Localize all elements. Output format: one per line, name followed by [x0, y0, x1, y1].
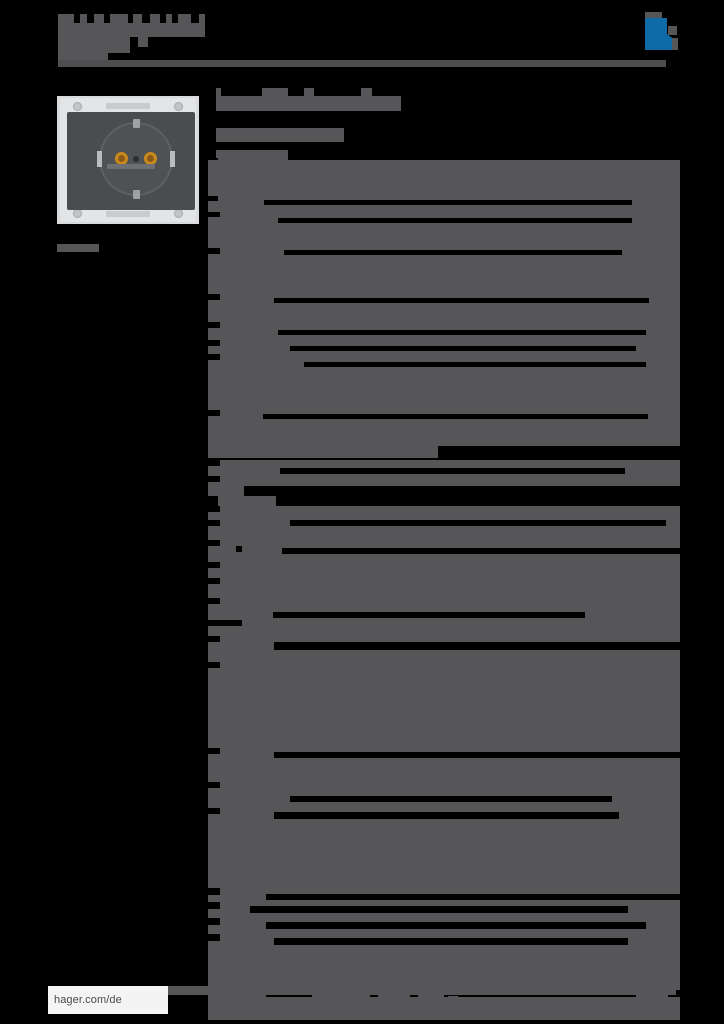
section-header-2 — [218, 442, 328, 453]
product-photo — [57, 96, 199, 224]
page-header — [0, 0, 724, 72]
section-header-1 — [218, 150, 288, 160]
footer-url-link[interactable]: hager.com/de — [48, 986, 168, 1014]
figure-caption-redacted — [57, 244, 99, 252]
section-header-3 — [218, 706, 250, 716]
specifications-table — [208, 150, 680, 1020]
header-divider — [58, 60, 666, 67]
footer-url-text: hager.com/de — [54, 994, 122, 1006]
hager-logo — [640, 10, 684, 54]
